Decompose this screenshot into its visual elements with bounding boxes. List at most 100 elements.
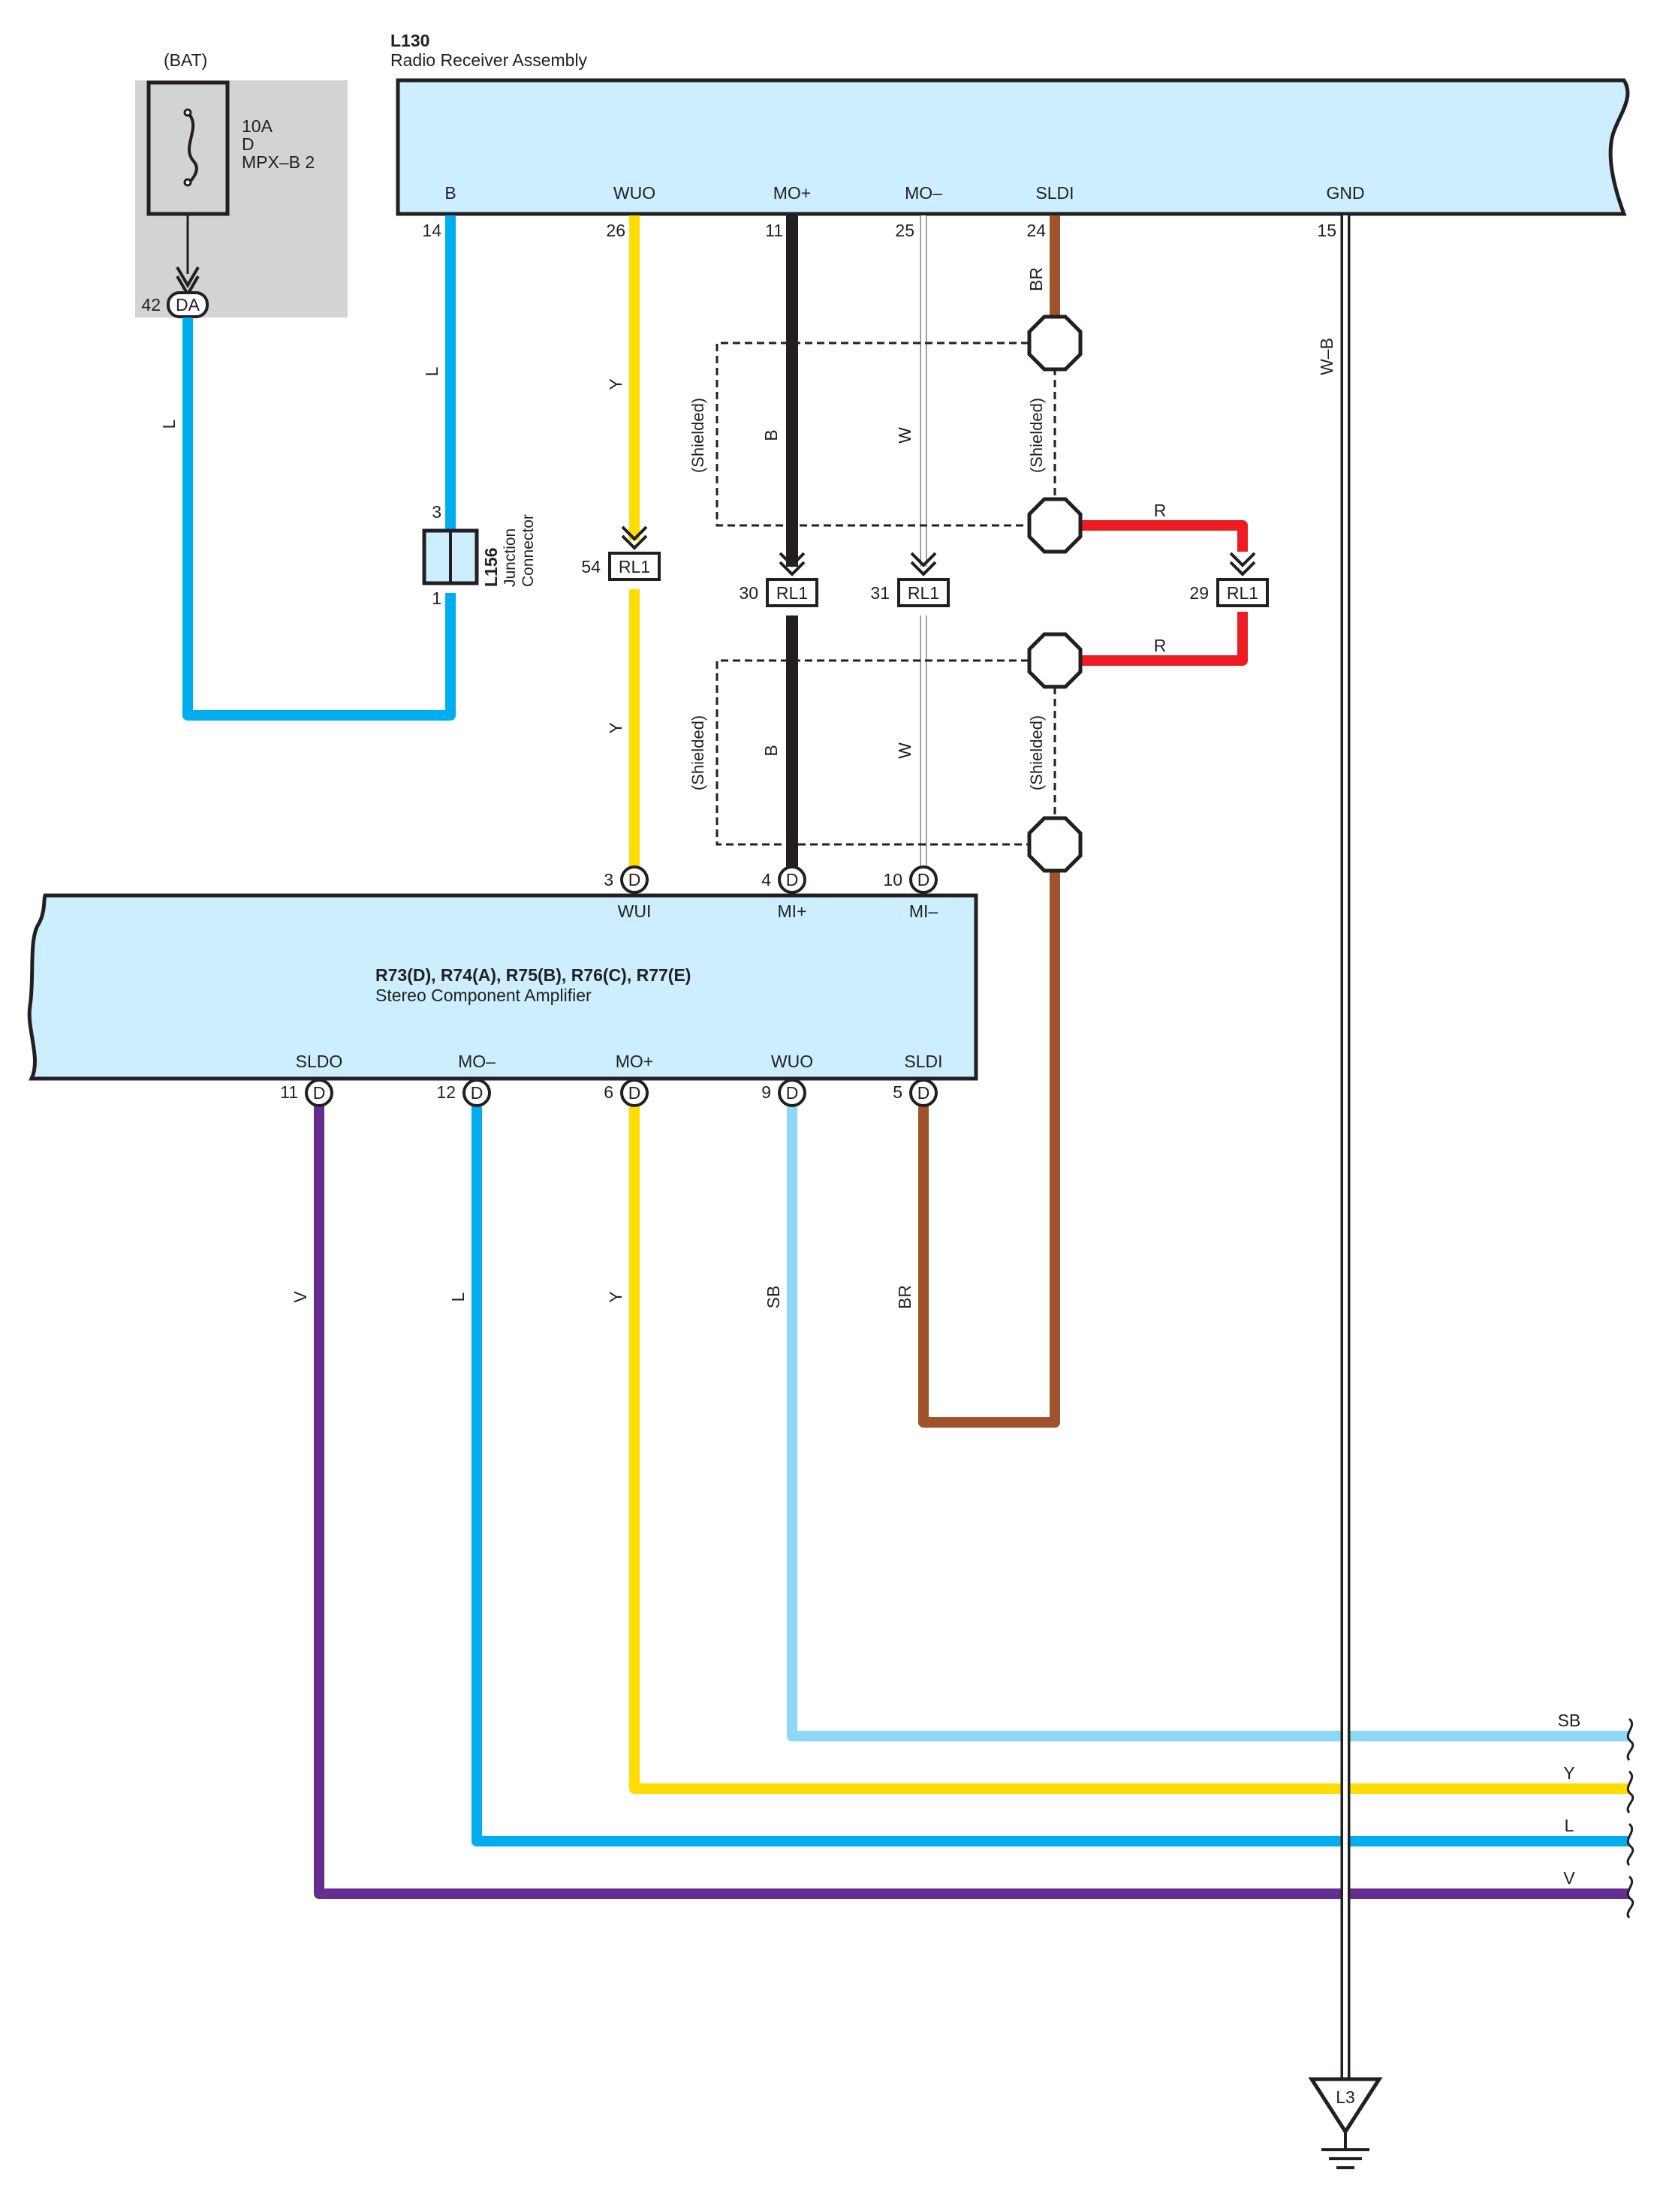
- relay-connector-pin: 29: [1189, 583, 1209, 603]
- relay-connector-31: RL1 31: [870, 552, 950, 607]
- amp-terminal-mi-minus-label: MI–: [909, 901, 938, 921]
- wire-label: L: [422, 366, 441, 376]
- pin-11: 11: [765, 221, 783, 240]
- junction-pin-bottom: 1: [432, 588, 441, 608]
- shield-terminal-icon: [1027, 816, 1083, 873]
- amp-connector-letter: D: [786, 1083, 799, 1103]
- shield-terminal-icon: [1027, 632, 1083, 689]
- fuse-pin: 42: [141, 295, 161, 314]
- relay-connector-30: RL1 30: [739, 552, 818, 607]
- connector-pin-icon: [909, 1079, 938, 1107]
- fuse-name: MPX–B 2: [242, 152, 315, 172]
- wire-amp-sldi: [918, 871, 1060, 1428]
- wire-label: Y: [606, 722, 625, 733]
- wire-label: Y: [606, 1291, 625, 1302]
- wire-label: L: [159, 419, 179, 429]
- terminal-wuo-label: WUO: [613, 183, 655, 203]
- radio-receiver-name: Radio Receiver Assembly: [390, 50, 588, 70]
- amp-terminal-mi-plus-label: MI+: [778, 901, 807, 921]
- wire-label: BR: [895, 1285, 914, 1309]
- relay-connector-pin: 31: [870, 583, 890, 603]
- shield-terminal-icon: [1027, 497, 1083, 554]
- amp-connector-letter: D: [313, 1083, 326, 1103]
- connector-pin-icon: [778, 1079, 806, 1107]
- amp-connector-letter: D: [917, 870, 930, 889]
- amp-terminal-sldi-label: SLDI: [904, 1052, 942, 1071]
- amp-terminal-sldo-label: SLDO: [296, 1052, 343, 1071]
- terminal-b-label: B: [444, 183, 456, 203]
- amp-pin-5: 5: [893, 1082, 902, 1102]
- wire-label: B: [761, 429, 781, 441]
- continuation-label: SB: [1558, 1711, 1581, 1730]
- pin-26: 26: [606, 221, 625, 240]
- relay-connector-label: RL1: [619, 557, 650, 576]
- amp-connector-letter: D: [471, 1083, 484, 1103]
- shield-label-upper-right: (Shielded): [1027, 398, 1046, 473]
- terminal-mo-minus-label: MO–: [905, 183, 942, 203]
- shield-lower: [715, 659, 1056, 846]
- wire-shield-link-lower: [1081, 612, 1248, 666]
- shield-label-lower-left: (Shielded): [688, 715, 707, 790]
- relay-connector-label: RL1: [908, 583, 939, 603]
- wire-label: W: [895, 427, 914, 444]
- amp-connector-letter: D: [628, 1083, 641, 1103]
- wire-label: V: [291, 1291, 310, 1303]
- fuse-block: (BAT) 10A D MPX–B 2 DA 42: [135, 50, 348, 318]
- ground-label: L3: [1336, 2087, 1355, 2107]
- amplifier-codes: R73(D), R74(A), R75(B), R76(C), R77(E): [375, 965, 691, 985]
- connector-pin-icon: [620, 865, 649, 894]
- ground-icon: [1308, 2077, 1383, 2135]
- wire-amp-wuo: [787, 1097, 1629, 1741]
- amp-pin-11: 11: [280, 1082, 298, 1102]
- amp-pin-10: 10: [883, 870, 902, 889]
- connector-pin-icon: [462, 1079, 491, 1107]
- wire-amp-sldo: [314, 1097, 1629, 1899]
- connector-arrow-icon: [1229, 552, 1256, 576]
- amp-pin-9: 9: [761, 1082, 771, 1102]
- wire-label: Y: [606, 378, 625, 390]
- wire-shield-link-upper: [1081, 520, 1248, 552]
- amp-terminal-mo-plus-label: MO+: [616, 1052, 653, 1071]
- connector-arrow-icon: [910, 552, 937, 576]
- wire-label: SB: [764, 1286, 783, 1309]
- amp-terminal-mo-minus-label: MO–: [458, 1052, 496, 1071]
- amp-connector-letter: D: [917, 1083, 930, 1103]
- wire-label: L: [448, 1292, 468, 1302]
- relay-connector-label: RL1: [1227, 583, 1258, 603]
- junction-connector: 3 1 L156 Junction Connector: [422, 502, 537, 608]
- junction-pin-top: 3: [432, 502, 441, 522]
- wire-amp-mo-plus: [629, 1097, 1629, 1794]
- connector-pin-icon: [778, 865, 806, 894]
- shield-label-lower-right: (Shielded): [1027, 715, 1046, 790]
- stereo-component-amplifier: R73(D), R74(A), R75(B), R76(C), R77(E) S…: [27, 870, 978, 1102]
- wire-fuse-feed: [182, 318, 456, 721]
- continuation-label: L: [1565, 1816, 1574, 1835]
- terminal-sldi-label: SLDI: [1035, 183, 1074, 203]
- terminal-gnd-label: GND: [1326, 183, 1364, 203]
- connector-arrow-icon: [621, 525, 648, 550]
- connector-pin-icon: [909, 865, 938, 894]
- connector-pin-icon: [305, 1079, 333, 1107]
- radio-receiver-code: L130: [390, 31, 429, 50]
- amp-terminal-wui-label: WUI: [618, 901, 652, 921]
- amp-terminal-wuo-label: WUO: [771, 1052, 813, 1071]
- fuse-connector-label: DA: [176, 295, 200, 314]
- wire-label: BR: [1026, 267, 1046, 291]
- fuse-source-label: (BAT): [164, 50, 207, 70]
- wire-label: R: [1154, 501, 1167, 520]
- shield-upper: [715, 342, 1056, 527]
- junction-name-line2: Connector: [520, 514, 537, 587]
- pin-15: 15: [1317, 221, 1336, 240]
- relay-connector-pin: 30: [739, 583, 758, 603]
- connector-arrow-icon: [779, 552, 806, 576]
- relay-connector-label: RL1: [776, 583, 808, 603]
- shield-terminal-icon: [1027, 314, 1083, 372]
- continuation-label: V: [1563, 1868, 1575, 1888]
- amp-pin-4: 4: [761, 870, 771, 889]
- relay-connector-29: RL1 29: [1189, 552, 1269, 607]
- connector-pin-icon: [620, 1079, 649, 1107]
- shield-label-upper-left: (Shielded): [688, 398, 707, 473]
- wire-label: R: [1154, 636, 1167, 655]
- pin-25: 25: [895, 221, 914, 240]
